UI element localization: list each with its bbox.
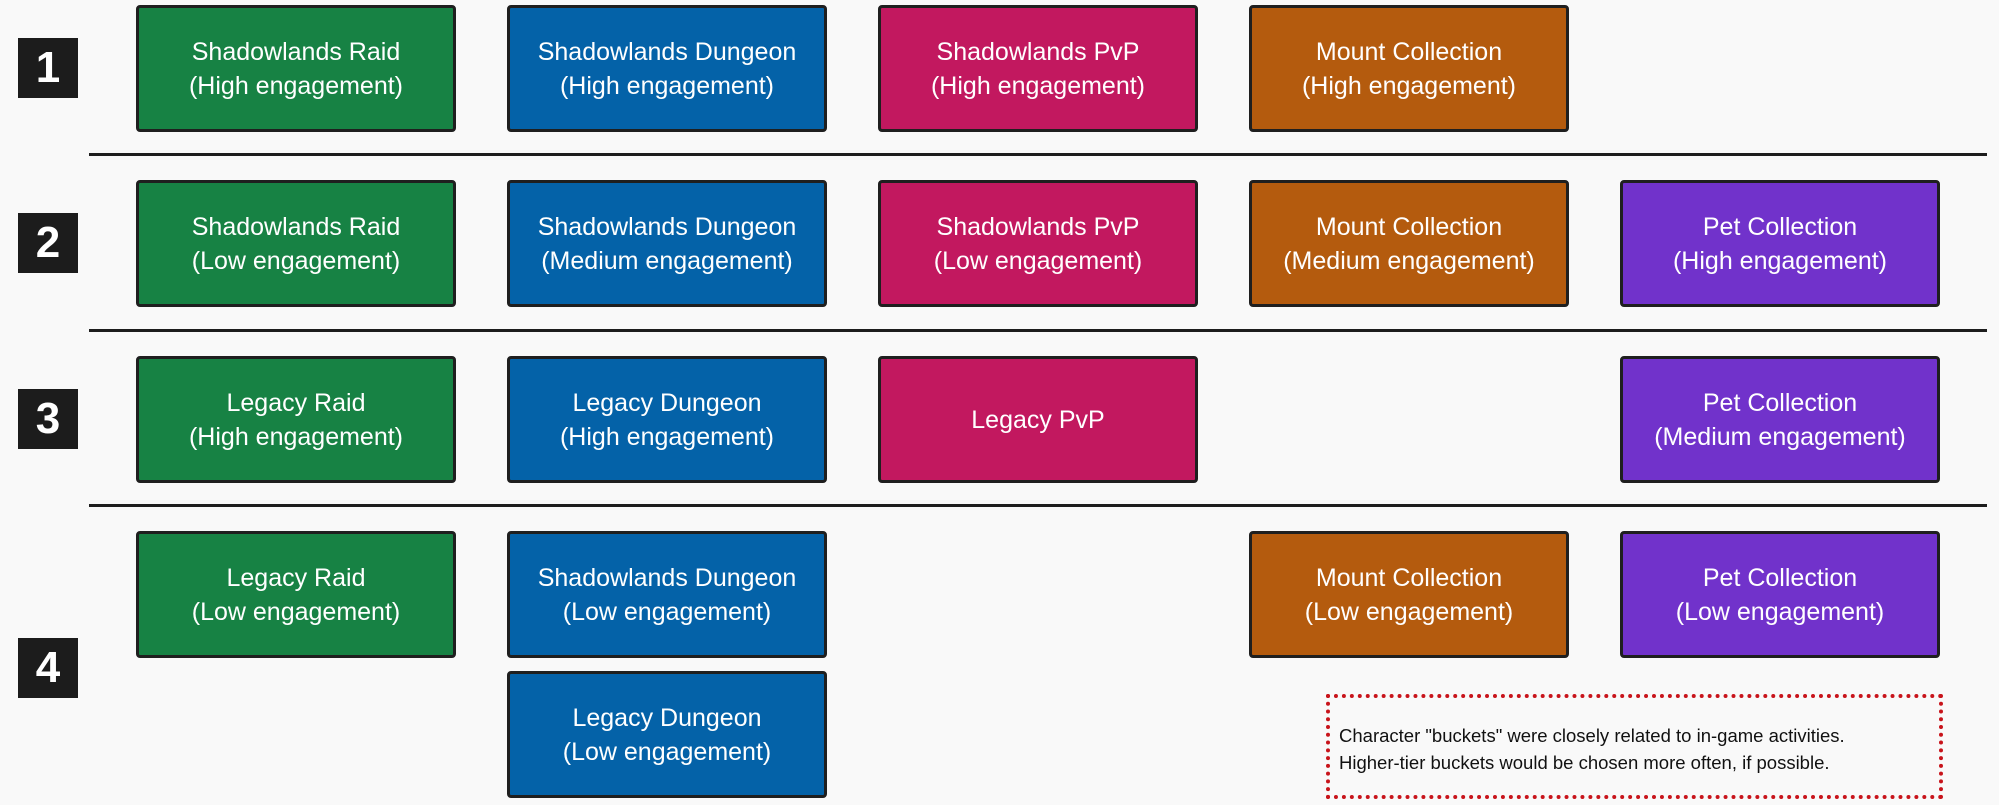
bucket-title: Pet Collection <box>1702 388 1858 417</box>
bucket-engagement: (Low engagement) <box>933 246 1143 275</box>
bucket-engagement: (High engagement) <box>1301 71 1516 100</box>
bucket-mount-collection-low: Mount Collection (Low engagement) <box>1249 531 1569 658</box>
footnote-box: Character "buckets" were closely related… <box>1326 694 1943 799</box>
bucket-engagement: (High engagement) <box>559 71 774 100</box>
bucket-engagement: (High engagement) <box>930 71 1145 100</box>
tier-3-label: 3 <box>18 389 78 449</box>
bucket-engagement: (High engagement) <box>559 422 774 451</box>
bucket-engagement: (High engagement) <box>1672 246 1887 275</box>
bucket-title: Legacy PvP <box>971 405 1105 434</box>
bucket-engagement: (Low engagement) <box>191 597 401 626</box>
bucket-title: Shadowlands PvP <box>936 37 1140 66</box>
footnote-line: Higher-tier buckets would be chosen more… <box>1339 752 1830 773</box>
bucket-legacy-raid-high: Legacy Raid (High engagement) <box>136 356 456 483</box>
bucket-legacy-dungeon-high: Legacy Dungeon (High engagement) <box>507 356 827 483</box>
bucket-engagement: (Medium engagement) <box>1654 422 1906 451</box>
bucket-shadowlands-pvp-high: Shadowlands PvP (High engagement) <box>878 5 1198 132</box>
bucket-title: Legacy Dungeon <box>572 703 762 732</box>
bucket-title: Shadowlands Raid <box>191 212 401 241</box>
bucket-shadowlands-pvp-low: Shadowlands PvP (Low engagement) <box>878 180 1198 307</box>
bucket-title: Shadowlands PvP <box>936 212 1140 241</box>
tier-1-label: 1 <box>18 38 78 98</box>
bucket-mount-collection-high: Mount Collection (High engagement) <box>1249 5 1569 132</box>
tier-2-label: 2 <box>18 213 78 273</box>
bucket-title: Pet Collection <box>1702 563 1858 592</box>
footnote-line: Character "buckets" were closely related… <box>1339 725 1845 746</box>
bucket-engagement: (Medium engagement) <box>541 246 793 275</box>
bucket-engagement: (Low engagement) <box>562 737 772 766</box>
bucket-title: Legacy Dungeon <box>572 388 762 417</box>
bucket-pet-collection-high: Pet Collection (High engagement) <box>1620 180 1940 307</box>
tier-divider <box>89 153 1987 156</box>
bucket-title: Mount Collection <box>1315 563 1503 592</box>
bucket-pet-collection-medium: Pet Collection (Medium engagement) <box>1620 356 1940 483</box>
bucket-engagement: (Low engagement) <box>1304 597 1514 626</box>
bucket-shadowlands-dungeon-high: Shadowlands Dungeon (High engagement) <box>507 5 827 132</box>
bucket-legacy-dungeon-low: Legacy Dungeon (Low engagement) <box>507 671 827 798</box>
bucket-engagement: (Low engagement) <box>562 597 772 626</box>
bucket-title: Legacy Raid <box>226 563 366 592</box>
bucket-pet-collection-low: Pet Collection (Low engagement) <box>1620 531 1940 658</box>
tier-4-label: 4 <box>18 638 78 698</box>
bucket-shadowlands-dungeon-low: Shadowlands Dungeon (Low engagement) <box>507 531 827 658</box>
bucket-shadowlands-raid-high: Shadowlands Raid (High engagement) <box>136 5 456 132</box>
bucket-title: Mount Collection <box>1315 37 1503 66</box>
bucket-title: Shadowlands Dungeon <box>537 212 797 241</box>
bucket-mount-collection-medium: Mount Collection (Medium engagement) <box>1249 180 1569 307</box>
bucket-engagement: (Low engagement) <box>191 246 401 275</box>
tier-divider <box>89 329 1987 332</box>
bucket-title: Mount Collection <box>1315 212 1503 241</box>
bucket-engagement: (High engagement) <box>188 71 403 100</box>
bucket-legacy-pvp: Legacy PvP <box>878 356 1198 483</box>
bucket-title: Shadowlands Raid <box>191 37 401 66</box>
bucket-legacy-raid-low: Legacy Raid (Low engagement) <box>136 531 456 658</box>
bucket-engagement: (High engagement) <box>188 422 403 451</box>
bucket-engagement: (Low engagement) <box>1675 597 1885 626</box>
bucket-title: Shadowlands Dungeon <box>537 563 797 592</box>
tier-divider <box>89 504 1987 507</box>
bucket-title: Legacy Raid <box>226 388 366 417</box>
bucket-shadowlands-raid-low: Shadowlands Raid (Low engagement) <box>136 180 456 307</box>
bucket-shadowlands-dungeon-medium: Shadowlands Dungeon (Medium engagement) <box>507 180 827 307</box>
bucket-title: Shadowlands Dungeon <box>537 37 797 66</box>
bucket-title: Pet Collection <box>1702 212 1858 241</box>
bucket-engagement: (Medium engagement) <box>1283 246 1535 275</box>
